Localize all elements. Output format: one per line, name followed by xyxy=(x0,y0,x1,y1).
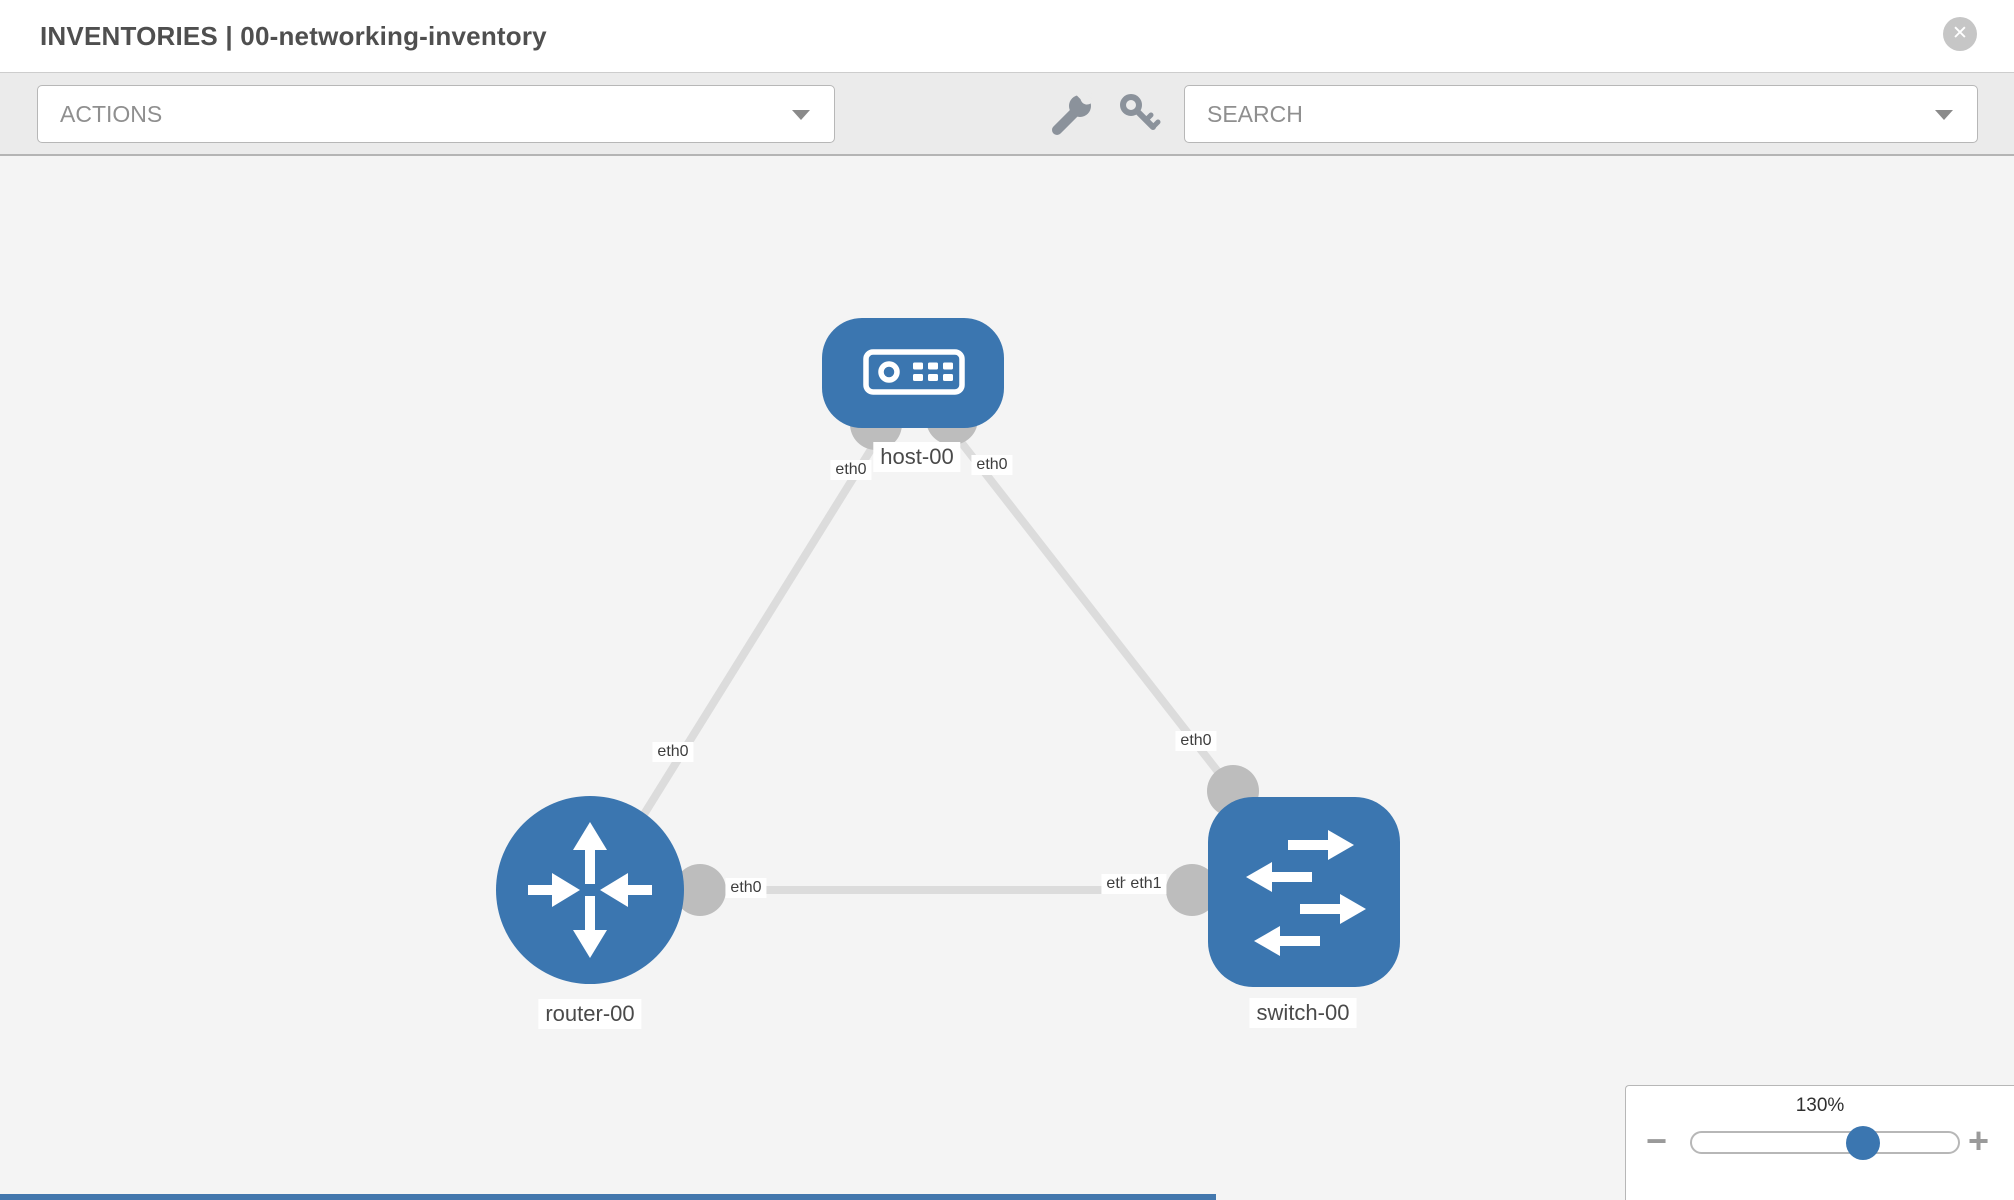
interface-label: eth0 xyxy=(1175,731,1217,751)
search-dropdown[interactable]: SEARCH xyxy=(1184,85,1978,143)
node-router-00[interactable] xyxy=(496,796,684,984)
link-host-router[interactable] xyxy=(596,432,884,888)
connector-switch-left xyxy=(1166,864,1218,916)
chevron-down-icon xyxy=(1935,110,1953,120)
page-header: INVENTORIES | 00-networking-inventory ✕ xyxy=(0,0,2014,72)
interface-label: eth0 xyxy=(971,455,1013,475)
zoom-out-button[interactable]: − xyxy=(1646,1120,1668,1161)
link-host-switch[interactable] xyxy=(946,425,1237,794)
topology-canvas[interactable] xyxy=(0,156,2014,1200)
close-button[interactable]: ✕ xyxy=(1943,17,1977,51)
interface-label: eth0 xyxy=(830,460,872,480)
interface-label: eth1 xyxy=(1125,874,1167,894)
credentials-button[interactable] xyxy=(1117,84,1161,144)
node-host-00[interactable] xyxy=(822,318,1004,428)
chevron-down-icon xyxy=(792,110,810,120)
node-switch-00[interactable] xyxy=(1208,797,1400,987)
actions-dropdown-label: ACTIONS xyxy=(60,101,163,127)
interface-label: eth0 xyxy=(652,742,694,762)
zoom-slider-thumb[interactable] xyxy=(1846,1126,1880,1160)
search-dropdown-label: SEARCH xyxy=(1207,101,1303,127)
page-title: INVENTORIES | 00-networking-inventory xyxy=(40,21,547,51)
interface-label: eth0 xyxy=(725,878,767,898)
switch-icon xyxy=(1246,830,1366,956)
bottom-accent-strip xyxy=(0,1194,1216,1200)
node-label-switch: switch-00 xyxy=(1249,998,1357,1028)
zoom-level: 130% xyxy=(1795,1095,1845,1116)
zoom-in-button[interactable]: + xyxy=(1968,1120,1990,1161)
key-icon xyxy=(1120,94,1161,130)
node-label-host: host-00 xyxy=(873,442,961,472)
close-icon: ✕ xyxy=(1952,23,1968,44)
actions-dropdown[interactable]: ACTIONS xyxy=(37,85,835,143)
host-icon xyxy=(863,349,965,395)
wrench-icon xyxy=(1052,89,1093,135)
toolbar: ACTIONS xyxy=(0,72,2014,156)
connector-router-right xyxy=(674,864,726,916)
router-icon xyxy=(528,822,652,958)
zoom-slider[interactable] xyxy=(1690,1131,1960,1154)
node-label-router: router-00 xyxy=(538,999,642,1029)
configure-button[interactable] xyxy=(1049,84,1093,144)
